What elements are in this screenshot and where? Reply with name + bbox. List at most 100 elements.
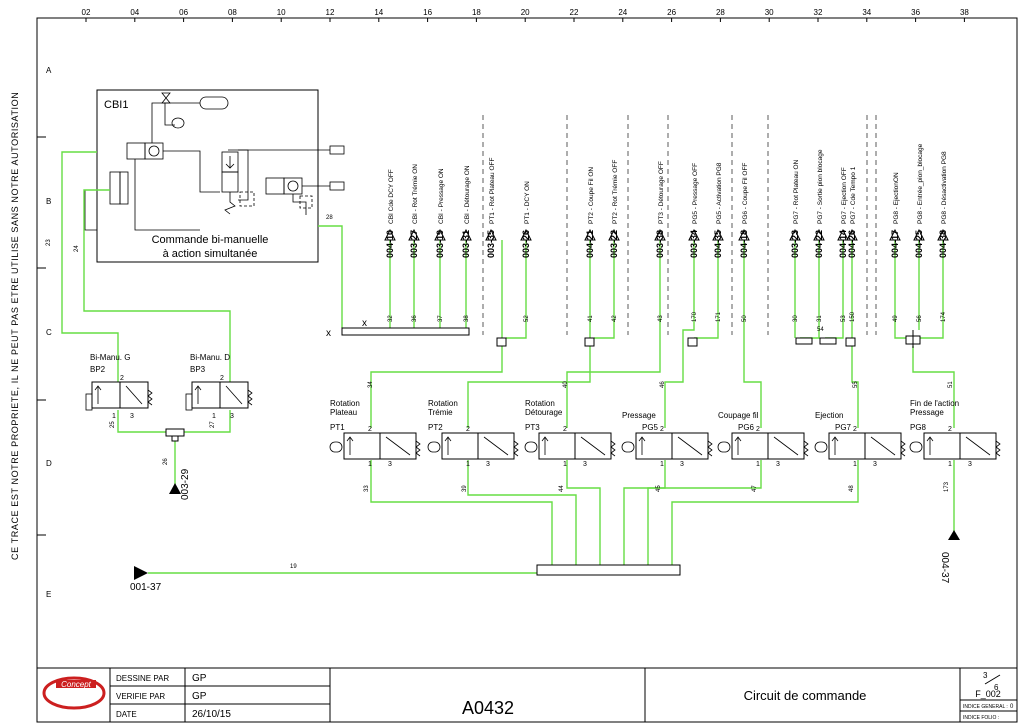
svg-text:1: 1 <box>112 413 116 420</box>
column-label: 02 <box>82 8 91 17</box>
wire-number: 33 <box>364 485 370 492</box>
checked-label: VERIFIE PAR <box>116 692 165 701</box>
pneumatic-wires <box>61 151 955 574</box>
reference-code: 003-35 <box>486 230 496 258</box>
svg-text:1: 1 <box>368 461 372 468</box>
valve-name: Fin de l'action <box>910 399 959 408</box>
wire-number: 170 <box>692 311 698 322</box>
tee-fittings <box>165 330 921 442</box>
column-label: 30 <box>765 8 774 17</box>
reference-label: PG6 - Coupe Fil OFF <box>742 163 749 224</box>
button-name: Bi-Manu. D <box>190 353 230 362</box>
reference-label: PG8 - Entrée_pion_blocage <box>917 143 924 224</box>
offpage-connector-003-29[interactable]: 003-29 <box>169 468 191 500</box>
reference-code: 003-23 <box>790 230 800 258</box>
valve-tag: PG7 <box>835 423 852 432</box>
reference-label: CBI - Rot Trémie ON <box>412 164 419 224</box>
company-logo: Concept <box>42 676 106 710</box>
wire-number: 32 <box>388 315 394 322</box>
wire-number: 171 <box>716 311 722 322</box>
cbi1-tag: CBI1 <box>104 99 128 111</box>
sheet-number: 3 <box>983 671 988 680</box>
valve-name: Ejection <box>815 411 843 420</box>
reference-label: PT1 - DCY ON <box>524 181 531 224</box>
cbi1-desc-1: Commande bi-manuelle <box>152 234 269 246</box>
button-tag: BP3 <box>190 365 206 374</box>
date-label: DATE <box>116 710 137 719</box>
sheet-border <box>36 17 1018 723</box>
wire-number: 174 <box>941 311 947 322</box>
reference-code: 003-19 <box>435 230 445 258</box>
wire-number: 150 <box>850 311 856 322</box>
svg-text:2: 2 <box>220 375 224 382</box>
wire-number: 50 <box>742 315 748 322</box>
svg-text:24: 24 <box>74 245 80 252</box>
cbi1-internal-symbols <box>84 92 345 231</box>
svg-text:19: 19 <box>290 564 297 570</box>
sheet-total: 6 <box>994 683 999 692</box>
reference-label: PG5 - Activation PG8 <box>716 162 723 224</box>
wire-number: 38 <box>464 315 470 322</box>
svg-text:54: 54 <box>817 327 824 333</box>
svg-text:003-29: 003-29 <box>180 468 191 500</box>
wire-number: 53 <box>841 315 847 322</box>
column-label: 24 <box>618 8 627 17</box>
offpage-connector-left[interactable]: 001-37 <box>130 566 162 593</box>
reference-item[interactable]: 004-18 PG6 - Coupe Fil OFF 50 <box>738 163 750 322</box>
svg-text:2: 2 <box>756 426 760 433</box>
wire-number: 48 <box>849 485 855 492</box>
svg-text:3: 3 <box>873 461 877 468</box>
svg-text:2: 2 <box>660 426 664 433</box>
reference-label: PT2 - Rot Trémie OFF <box>612 160 619 224</box>
reference-code: 004-18 <box>739 230 749 258</box>
reference-code: 003-27 <box>409 230 419 258</box>
svg-text:1: 1 <box>948 461 952 468</box>
column-label: 10 <box>277 8 286 17</box>
svg-text:x: x <box>362 318 367 329</box>
reference-label: PG7 - Rot Plateau ON <box>793 159 800 224</box>
valve-name: Coupage fil <box>718 411 759 420</box>
valve-name: Pressage <box>622 411 656 420</box>
valve-name: Rotation <box>428 399 458 408</box>
reference-code: 004-10 <box>385 230 395 258</box>
column-label: 22 <box>570 8 579 17</box>
cbi1-block[interactable]: CBI1 Commande bi-manuelle à action simul… <box>84 89 345 263</box>
reference-code: 004-14 <box>838 230 848 258</box>
offpage-connector-004-37[interactable]: 004-37 <box>939 530 960 584</box>
wire-number: 51 <box>948 381 954 388</box>
reference-code: 004-17 <box>890 230 900 258</box>
column-label: 18 <box>472 8 481 17</box>
svg-text:1: 1 <box>212 413 216 420</box>
svg-text:3: 3 <box>388 461 392 468</box>
reference-code: 004-25 <box>914 230 924 258</box>
